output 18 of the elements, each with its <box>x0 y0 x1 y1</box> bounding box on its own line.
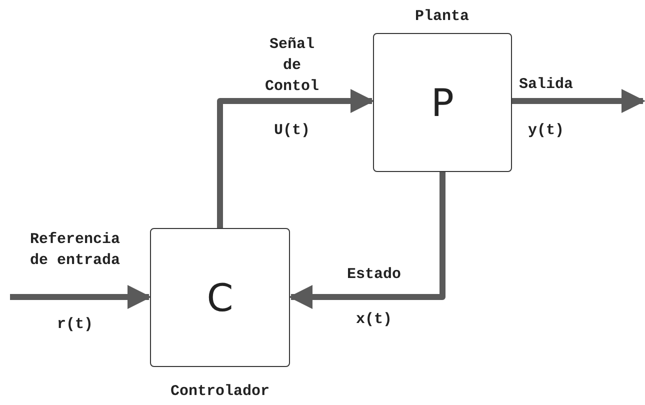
block-symbol: P <box>431 80 454 124</box>
arrow <box>217 89 374 228</box>
block-symbol: C <box>206 276 234 320</box>
block-box <box>150 228 290 367</box>
signal-label: Estado <box>347 265 401 285</box>
arrow <box>288 172 446 309</box>
signal-variable: r(t) <box>57 315 93 335</box>
signal-label: Referencia de entrada <box>28 230 121 271</box>
arrow <box>10 285 152 309</box>
signal-variable: x(t) <box>356 310 392 330</box>
signal-label: Salida <box>519 75 573 95</box>
arrow <box>512 89 645 113</box>
signal-variable: y(t) <box>528 121 564 141</box>
signal-variable: U(t) <box>274 121 310 141</box>
block-title: Controlador <box>170 382 270 402</box>
signal-label: Señal de Contol <box>264 35 320 97</box>
block-box <box>373 33 512 172</box>
block-title: Planta <box>415 7 469 27</box>
